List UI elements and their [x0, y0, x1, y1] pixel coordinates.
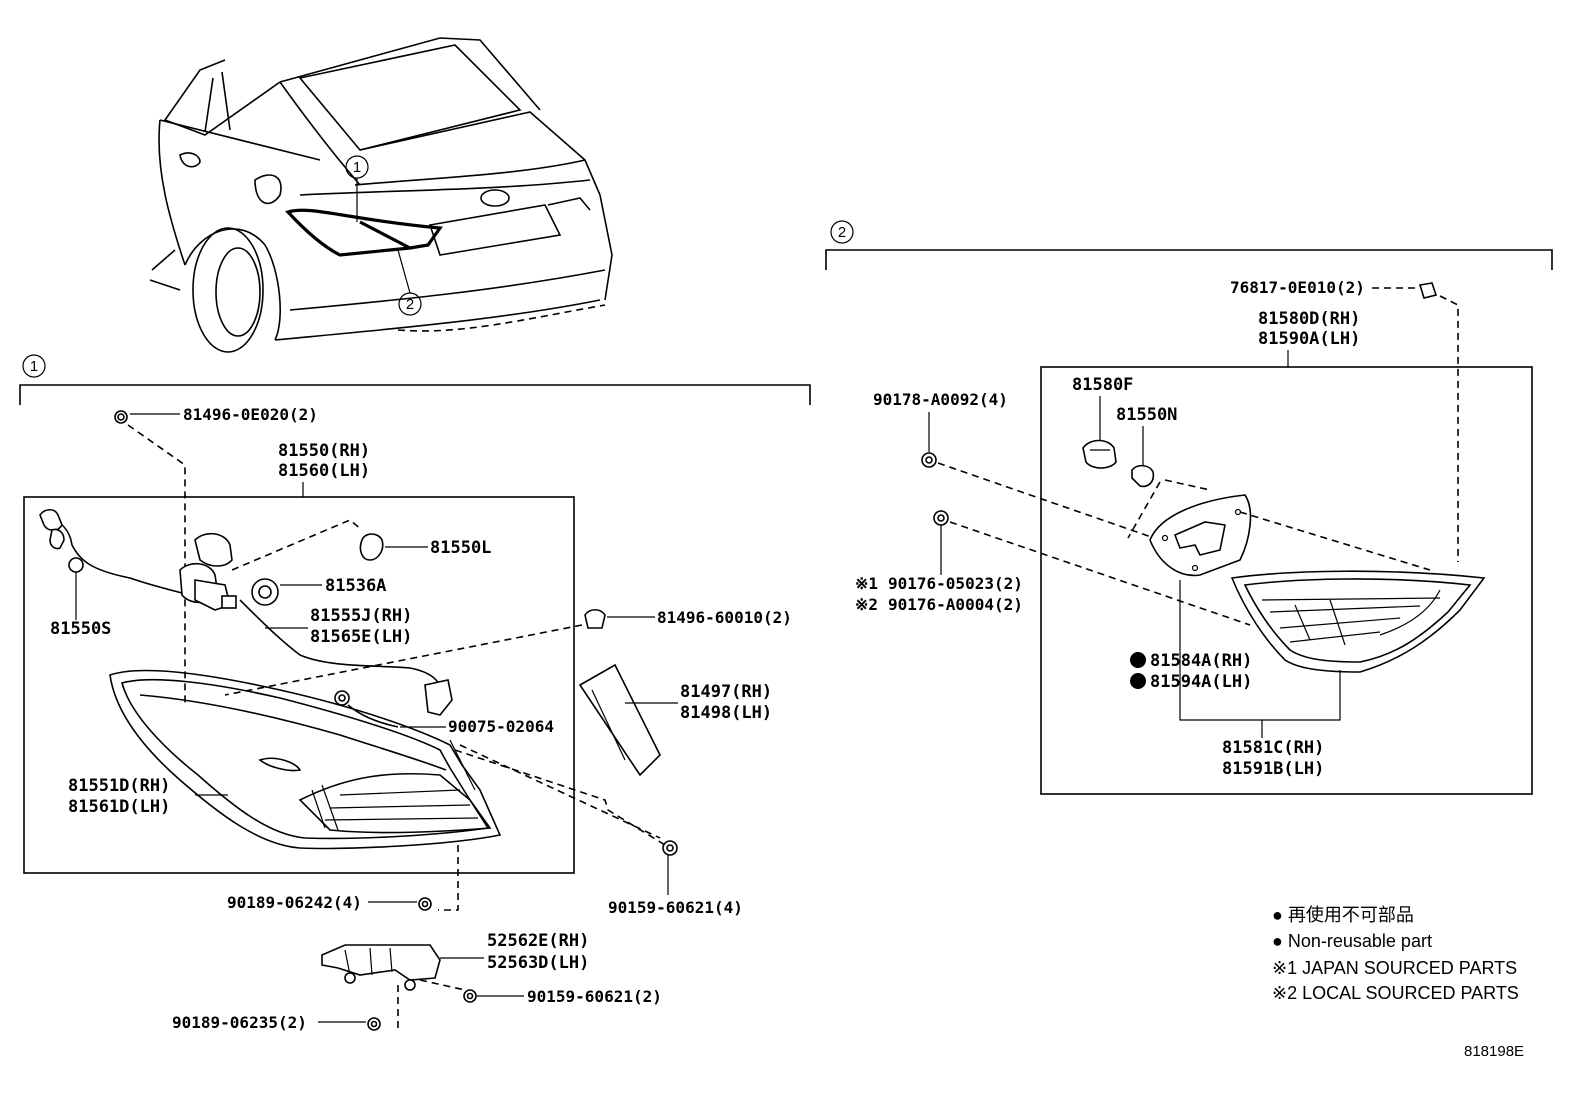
socket-81536a	[251, 578, 279, 606]
cushion-part	[1418, 282, 1438, 299]
gasket-part	[1149, 494, 1252, 577]
section-2: 2 76817-0E010(2) 81580D(RH) 81590A(LH) 9…	[825, 220, 1553, 795]
part-nut-bracket: 90189-06235(2)	[172, 1013, 307, 1032]
socket-cluster	[179, 532, 237, 611]
note1-mark: ※1	[855, 574, 878, 593]
bulb-81550l	[359, 533, 384, 561]
part-bolt-right: 90159-60621(4)	[608, 898, 743, 917]
section-1-number: 1	[30, 358, 38, 375]
part-bolt-bracket: 90159-60621(2)	[527, 987, 662, 1006]
bulb-81550s	[68, 557, 84, 573]
part-pad-lh: 81498(LH)	[680, 703, 772, 723]
non-reusable-mark-1	[1130, 652, 1146, 668]
assembly-box-2	[1040, 366, 1533, 795]
nut-bottom-part	[418, 897, 432, 911]
bulb-81550n	[1131, 464, 1155, 488]
part-nut-bottom: 90189-06242(4)	[227, 893, 362, 912]
clip-top-part	[114, 410, 128, 424]
screw-part	[334, 690, 350, 706]
part-bulb-n: 81550N	[1116, 405, 1177, 425]
part-socket-f: 81580F	[1072, 375, 1133, 395]
part-screw: 90075-02064	[448, 717, 554, 736]
legend-line-3: ※1 JAPAN SOURCED PARTS	[1272, 958, 1517, 978]
bracket-part	[321, 944, 441, 991]
part-assy-rh: 81550(RH)	[278, 441, 370, 461]
part-gasket-rh: 81584A(RH)	[1150, 651, 1252, 671]
part-note2: 90176-A0004(2)	[888, 595, 1023, 614]
section-2-number: 2	[838, 224, 846, 241]
part-bracket-rh: 52562E(RH)	[487, 931, 589, 951]
part-bulb-l: 81550L	[430, 538, 491, 558]
part-lens2-rh: 81581C(RH)	[1222, 738, 1324, 758]
note2-mark: ※2	[855, 595, 878, 614]
legend-line-2: ● Non-reusable part	[1272, 931, 1432, 951]
part-socket-a: 81536A	[325, 576, 386, 596]
part-assy2-lh: 81590A(LH)	[1258, 329, 1360, 349]
socket-81580f	[1082, 439, 1117, 469]
non-reusable-mark-2	[1130, 673, 1146, 689]
part-assy2-rh: 81580D(RH)	[1258, 309, 1360, 329]
part-lens-lh: 81561D(LH)	[68, 797, 170, 817]
nut-bracket-part	[367, 1017, 381, 1031]
part-cushion: 76817-0E010(2)	[1230, 278, 1365, 297]
part-assy-lh: 81560(LH)	[278, 461, 370, 481]
bolt-right-part	[662, 840, 678, 856]
part-clip-top: 81496-0E020(2)	[183, 405, 318, 424]
part-lens2-lh: 81591B(LH)	[1222, 759, 1324, 779]
pad-part	[578, 663, 661, 777]
part-lens-rh: 81551D(RH)	[68, 776, 170, 796]
legend: ● 再使用不可部品 ● Non-reusable part ※1 JAPAN S…	[1272, 905, 1519, 1003]
legend-line-4: ※2 LOCAL SOURCED PARTS	[1272, 983, 1519, 1003]
part-gasket-lh: 81594A(LH)	[1150, 672, 1252, 692]
section-1: 1 81496-0E020(2) 81550(RH) 81560(LH) 815…	[19, 354, 811, 1032]
drawing-reference: 818198E	[1464, 1043, 1524, 1060]
inner-lamp-part	[1230, 570, 1486, 673]
part-wire-lh: 81565E(LH)	[310, 627, 412, 647]
bolt-bracket-part	[463, 989, 477, 1003]
legend-line-1: ● 再使用不可部品	[1272, 905, 1414, 925]
nut-top-part	[921, 452, 937, 468]
callout-1-label: 1	[353, 159, 361, 176]
part-wire-rh: 81555J(RH)	[310, 606, 412, 626]
callout-2-label: 2	[406, 296, 414, 313]
part-bulb-s: 81550S	[50, 619, 111, 639]
part-clip-side: 81496-60010(2)	[657, 608, 792, 627]
car-rear-illustration: 1 2	[149, 37, 613, 353]
part-pad-rh: 81497(RH)	[680, 682, 772, 702]
nut-local-part	[933, 510, 949, 526]
part-note1: 90176-05023(2)	[888, 574, 1023, 593]
tail-lamp-outer	[109, 669, 502, 850]
part-bracket-lh: 52563D(LH)	[487, 953, 589, 973]
assembly-box-1	[23, 496, 575, 874]
part-nut-top: 90178-A0092(4)	[873, 390, 1008, 409]
clip-side-part	[584, 608, 606, 629]
